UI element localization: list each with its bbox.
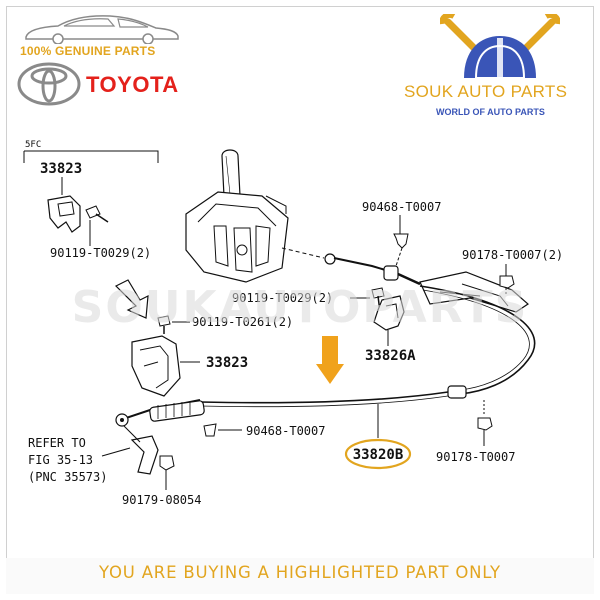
- footer-bar: [6, 558, 594, 594]
- nut-90178-t0007-bottom: [477, 417, 493, 431]
- part-label-90468-t0007-top: 90468-T0007: [362, 200, 441, 214]
- part-label-90119-t0029-top: 90119-T0029(2): [50, 246, 151, 260]
- cable-grommet-lower: [447, 385, 467, 399]
- cable-lower-end: [115, 399, 205, 427]
- highlight-arrow-icon: [316, 336, 344, 384]
- souk-logo-icon: [440, 14, 560, 79]
- toyota-logo-icon: [17, 62, 81, 106]
- part-label-90119-t0029-mid: 90119-T0029(2): [232, 291, 333, 305]
- footer-notice: YOU ARE BUYING A HIGHLIGHTED PART ONLY: [99, 563, 501, 582]
- part-label-33823-top: 33823: [40, 161, 82, 177]
- shop-name: SOUK AUTO PARTS: [404, 82, 568, 101]
- clip-90468-t0007-top: [393, 233, 409, 249]
- shop-tagline: WORLD OF AUTO PARTS: [436, 107, 545, 117]
- car-silhouette-icon: [25, 15, 179, 44]
- bracket-33823-top: [47, 195, 81, 233]
- part-label-90468-t0007-bottom: 90468-T0007: [246, 424, 325, 438]
- nut-90178-t0007-top: [499, 275, 515, 289]
- nut-90179-08054: [159, 455, 175, 471]
- part-label-33820b: 33820B: [353, 447, 404, 463]
- part-label-90179-08054: 90179-08054: [122, 493, 201, 507]
- shift-lever-assembly: [185, 149, 289, 283]
- highlight-ellipse: [344, 438, 412, 470]
- part-label-33826a: 33826A: [365, 348, 416, 364]
- toyota-wordmark: TOYOTA: [86, 72, 179, 97]
- cable-grommet-upper: [383, 265, 399, 281]
- bracket-33823-mid: [131, 335, 181, 397]
- direction-arrow-icon: [114, 279, 149, 319]
- bolt-90119-t0261: [157, 315, 171, 334]
- section-label: 5FC: [25, 140, 41, 150]
- part-label-90178-t0007: 90178-T0007: [436, 450, 515, 464]
- part-label-90178-t0007-2: 90178-T0007(2): [462, 248, 563, 262]
- refer-line-2: FIG 35-13: [28, 453, 93, 467]
- bolt-90119-t0029-top: [85, 205, 109, 223]
- link-bracket: [123, 425, 159, 475]
- genuine-parts-text: 100% GENUINE PARTS: [20, 44, 156, 58]
- refer-line-1: REFER TO: [28, 436, 86, 450]
- refer-line-3: (PNC 35573): [28, 470, 107, 484]
- part-label-33823-mid: 33823: [206, 355, 248, 371]
- part-label-90119-t0261: 90119-T0261(2): [192, 315, 293, 329]
- bracket-33826a: [373, 295, 405, 331]
- clip-90468-t0007-bottom: [203, 423, 217, 437]
